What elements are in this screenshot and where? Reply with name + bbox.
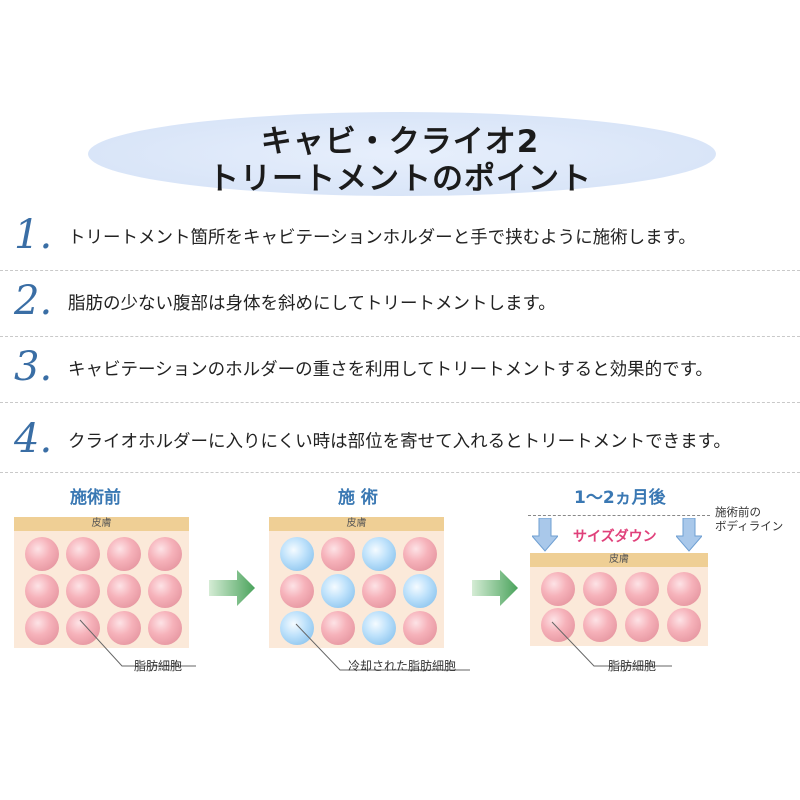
fat-cell <box>583 572 617 606</box>
skin-layer: 皮膚 <box>14 517 189 531</box>
step-text: クライオホルダーに入りにくい時は部位を寄せて入れるとトリートメントできます。 <box>68 432 731 452</box>
original-bodyline <box>528 515 710 516</box>
step-4: 4. クライオホルダーに入りにくい時は部位を寄せて入れるとトリートメントできます… <box>0 410 800 474</box>
step-text: トリートメント箇所をキャビテーションホルダーと手で挟むように施術します。 <box>68 228 696 248</box>
fat-cell <box>321 611 355 645</box>
fat-cell <box>107 611 141 645</box>
fat-cell <box>362 574 396 608</box>
fat-cell <box>403 611 437 645</box>
step-number: 4. <box>14 416 53 462</box>
fat-cell <box>148 537 182 571</box>
step-text: キャビテーションのホルダーの重さを利用してトリートメントすると効果的です。 <box>68 360 713 380</box>
panel-label-during: 施 術 <box>338 488 378 508</box>
callout-fat-cell: 脂肪細胞 <box>134 659 183 673</box>
divider <box>0 472 800 473</box>
cooled-fat-cell <box>403 574 437 608</box>
bodyline-label: 施術前のボディライン <box>715 505 784 533</box>
size-down-label: サイズダウン <box>573 529 657 545</box>
callout-cooled-fat-cell: 冷却された脂肪細胞 <box>348 659 457 673</box>
fat-cell <box>541 608 575 642</box>
step-number: 3. <box>14 344 53 390</box>
fat-cell <box>280 574 314 608</box>
step-number: 1. <box>14 212 53 258</box>
arrow-right-icon <box>472 570 518 606</box>
fat-cell <box>667 608 701 642</box>
step-2: 2. 脂肪の少ない腹部は身体を斜めにしてトリートメントします。 <box>0 272 800 336</box>
callout-fat-cell: 脂肪細胞 <box>608 659 657 673</box>
fat-cell <box>321 537 355 571</box>
step-text: 脂肪の少ない腹部は身体を斜めにしてトリートメントします。 <box>68 294 556 314</box>
skin-layer: 皮膚 <box>530 553 708 567</box>
fat-cell <box>667 572 701 606</box>
title-line-1: キャビ・クライオ2 <box>260 124 540 160</box>
cooled-fat-cell <box>321 574 355 608</box>
arrow-down-icon <box>676 518 702 552</box>
divider <box>0 270 800 271</box>
fat-cell <box>107 574 141 608</box>
fat-cell <box>66 611 100 645</box>
divider <box>0 402 800 403</box>
fat-cell <box>25 574 59 608</box>
fat-cell <box>25 611 59 645</box>
fat-cell <box>107 537 141 571</box>
step-1: 1. トリートメント箇所をキャビテーションホルダーと手で挟むように施術します。 <box>0 206 800 270</box>
title-oval <box>88 112 716 196</box>
cooled-fat-cell <box>362 537 396 571</box>
cooled-fat-cell <box>280 537 314 571</box>
step-number: 2. <box>14 278 53 324</box>
fat-cell <box>148 611 182 645</box>
arrow-right-icon <box>209 570 255 606</box>
divider <box>0 336 800 337</box>
fat-cell <box>625 608 659 642</box>
fat-cell <box>66 537 100 571</box>
panel-label-after: 1～2ヵ月後 <box>574 488 666 508</box>
cooled-fat-cell <box>362 611 396 645</box>
fat-cell <box>403 537 437 571</box>
fat-cell <box>25 537 59 571</box>
fat-cell <box>625 572 659 606</box>
fat-cell <box>583 608 617 642</box>
skin-layer: 皮膚 <box>269 517 444 531</box>
cooled-fat-cell <box>280 611 314 645</box>
fat-cell <box>541 572 575 606</box>
arrow-down-icon <box>532 518 558 552</box>
step-3: 3. キャビテーションのホルダーの重さを利用してトリートメントすると効果的です。 <box>0 338 800 402</box>
panel-label-before: 施術前 <box>70 488 121 508</box>
title-line-2: トリートメントのポイント <box>208 161 592 197</box>
fat-cell <box>148 574 182 608</box>
fat-cell <box>66 574 100 608</box>
